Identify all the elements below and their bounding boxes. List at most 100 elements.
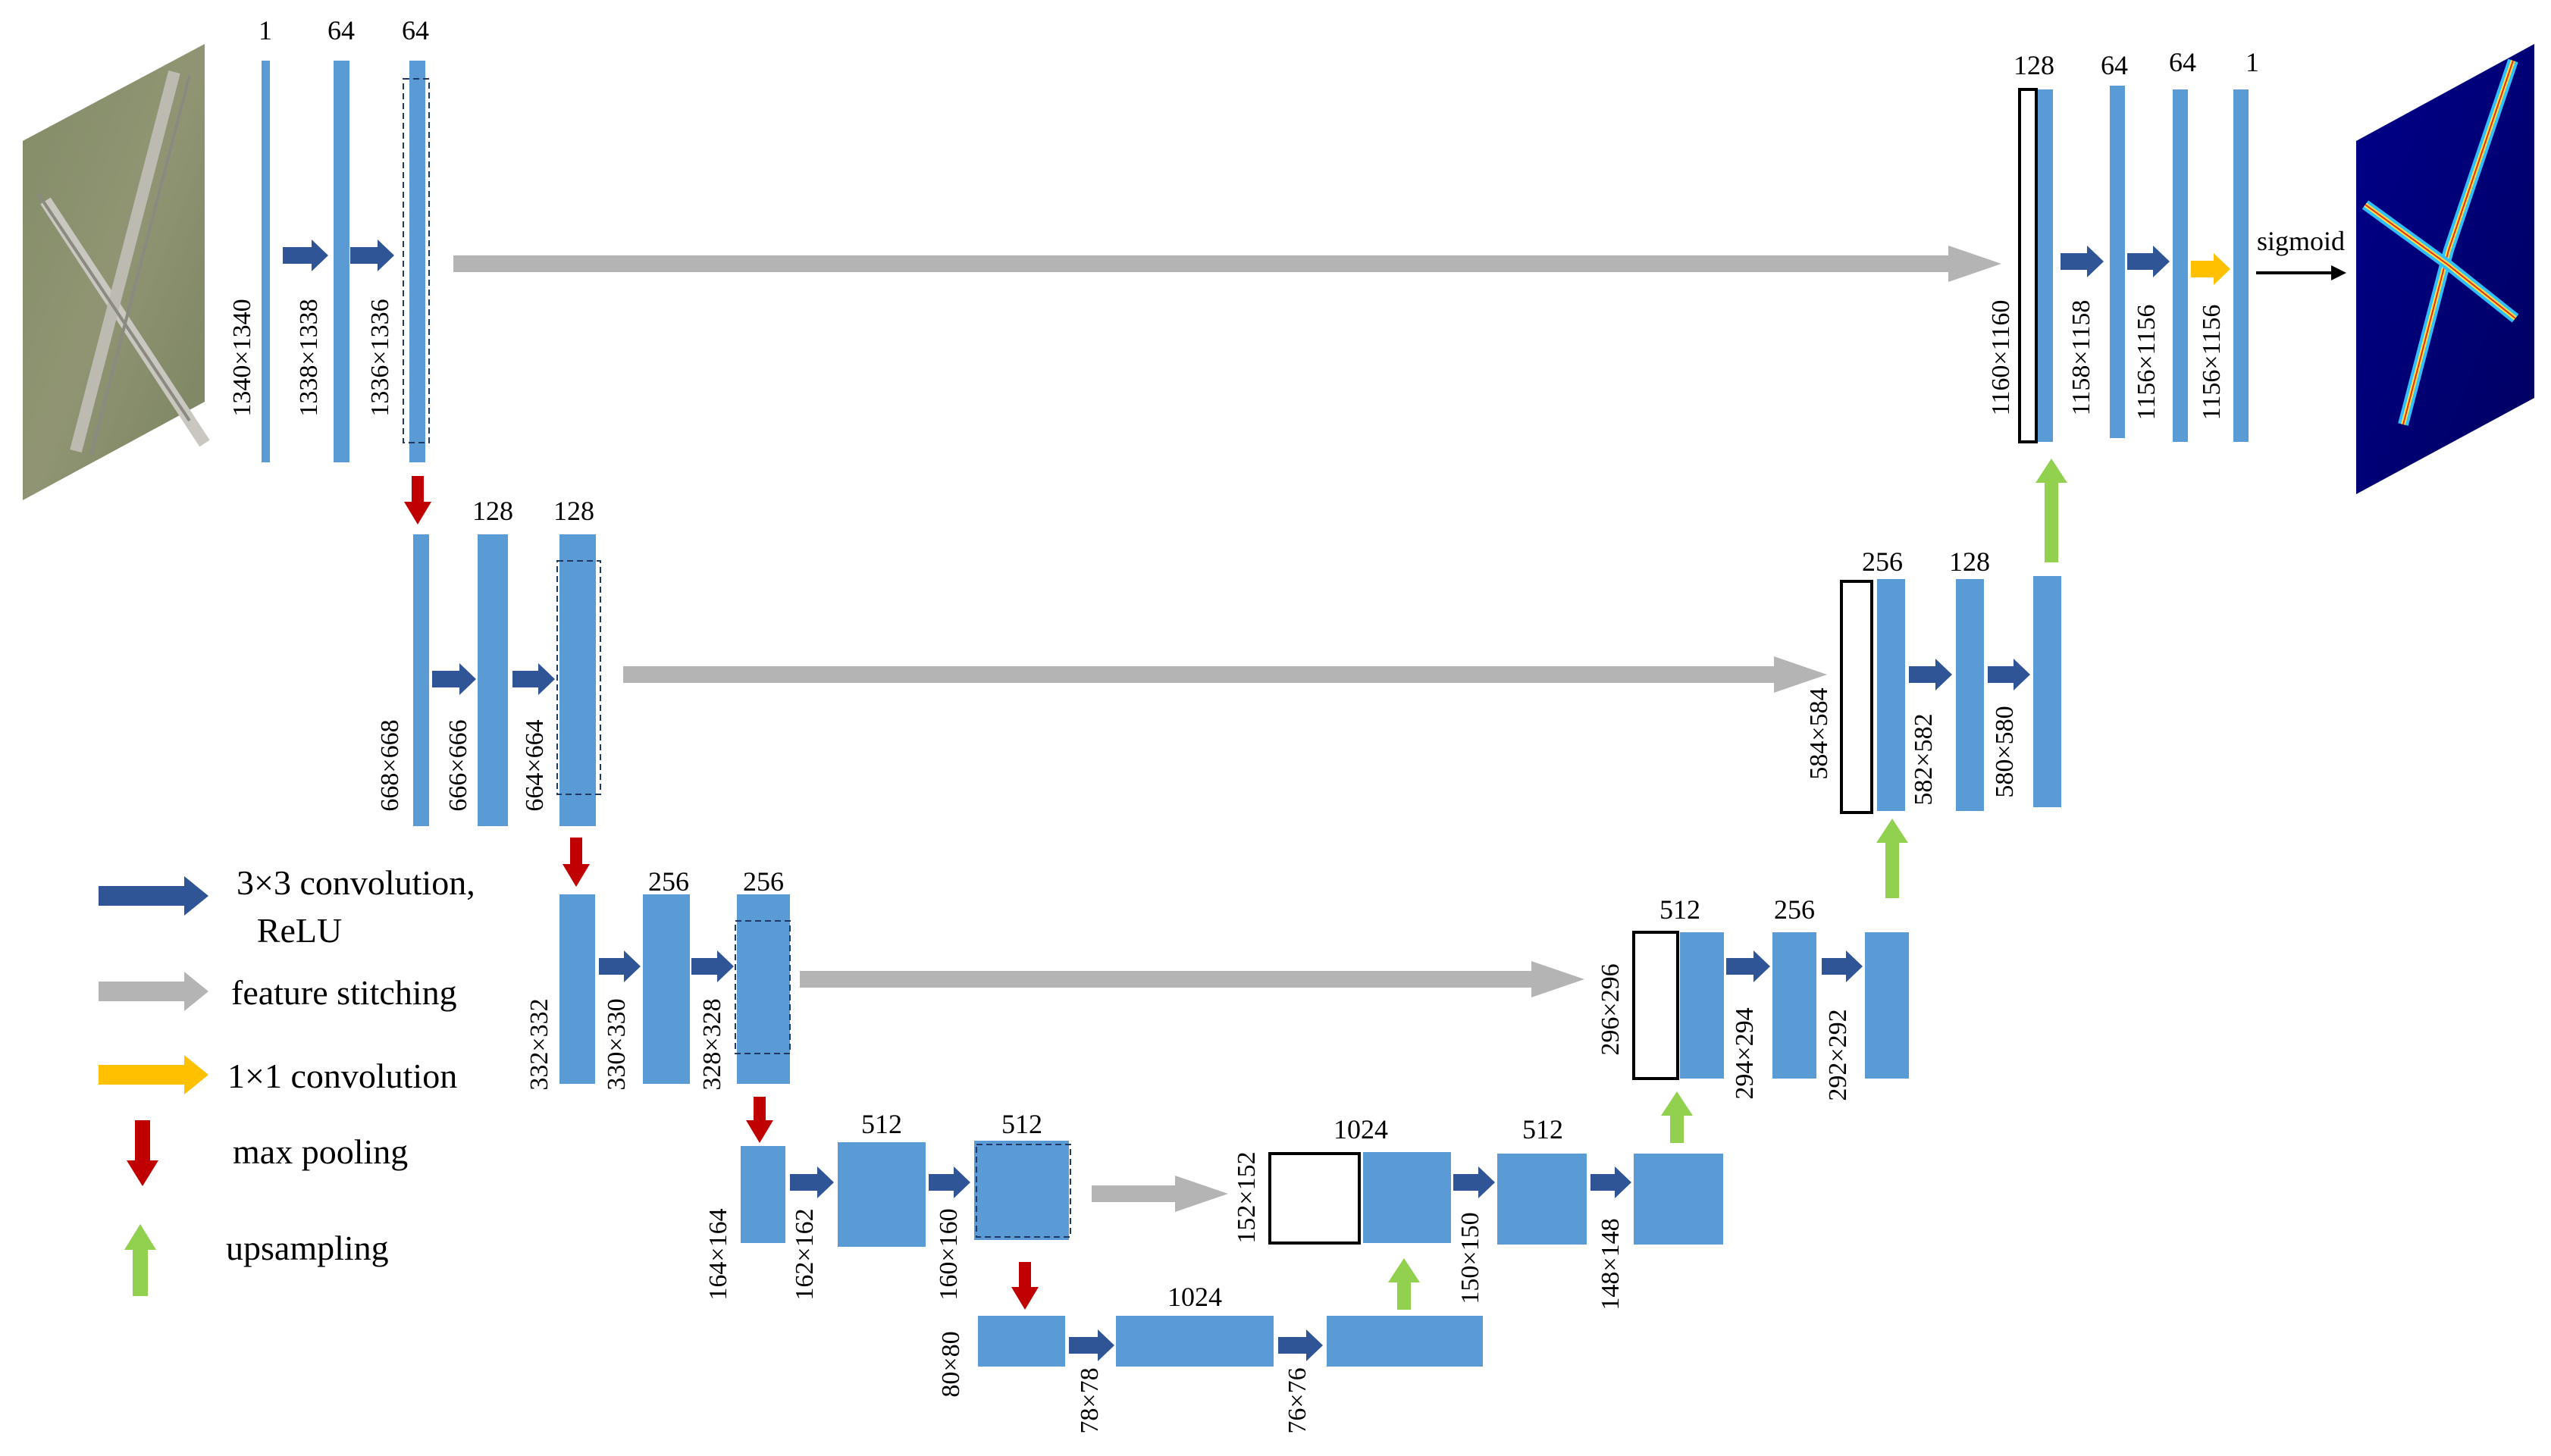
feature-block [413,534,429,826]
conv1x1-arrow [2191,253,2230,285]
feature-block [838,1142,926,1247]
size-label: 152×152 [1233,1151,1261,1243]
channel-label: 1024 [1167,1282,1222,1312]
channel-label: 128 [2014,50,2054,80]
channel-label: 128 [472,496,513,526]
conv-arrow [1822,950,1863,982]
channel-label: 64 [2101,50,2128,80]
maxpool-arrow [563,838,590,887]
feature-block [1772,932,1816,1079]
channel-label: 256 [648,866,689,897]
conv-arrow [2061,246,2104,277]
channel-label: 64 [2169,47,2196,77]
feature-block [2110,86,2125,438]
size-label: 1156×1156 [2198,305,2226,421]
size-label: 328×328 [698,998,726,1090]
crop-region-dashed [735,920,791,1054]
feature-block [409,61,425,462]
feature-block [1327,1316,1483,1367]
conv-arrow [691,950,734,982]
channel-label: 1 [2245,47,2259,77]
channel-label: 1 [259,15,272,45]
legend-label: upsampling [226,1229,389,1267]
upsample-arrow-icon [124,1224,156,1296]
conv-arrow [283,240,328,271]
size-label: 164×164 [704,1208,732,1300]
size-label: 666×666 [444,719,472,811]
feature-block [1497,1154,1587,1245]
upsample-arrow [2035,459,2067,562]
size-label: 148×148 [1597,1218,1625,1310]
conv-arrow [599,950,641,982]
feature-block [737,894,790,1084]
conv-arrow [1069,1329,1114,1361]
size-label: 294×294 [1731,1007,1759,1099]
stitch-arrow-icon [99,972,208,1011]
size-label: 1160×1160 [1987,300,2015,416]
stitched-block [1632,931,1679,1080]
channel-label: 512 [861,1109,902,1139]
feature-block [1877,579,1905,811]
size-label: 1158×1158 [2067,300,2095,416]
feature-block [478,534,508,826]
channel-label: 256 [1774,894,1815,925]
stitch-arrow [453,246,2001,282]
size-label: 580×580 [1991,706,2019,797]
conv-arrow [512,663,555,695]
stitch-arrow [623,656,1827,693]
feature-block [2173,89,2188,442]
size-label: 292×292 [1824,1009,1852,1101]
channel-label: 1024 [1333,1114,1388,1144]
conv-arrow [1453,1166,1495,1198]
feature-block [559,894,595,1084]
size-label: 76×76 [1283,1367,1312,1433]
conv-arrow [1726,950,1770,982]
size-label: 160×160 [935,1208,963,1300]
conv-arrow [1909,659,1952,690]
channel-label: 128 [553,496,594,526]
feature-block [2033,576,2061,807]
legend-label: max pooling [233,1132,408,1171]
conv-arrow [432,663,476,695]
feature-block [1363,1152,1451,1243]
maxpool-arrow [746,1097,773,1143]
size-label: 1338×1338 [295,299,323,416]
size-label: 332×332 [525,998,553,1090]
size-label: 330×330 [603,998,631,1090]
crop-region-dashed [976,1144,1071,1238]
upsample-arrow [1876,819,1908,898]
feature-block [974,1141,1069,1240]
stitch-arrow [1092,1176,1228,1212]
feature-block [2233,89,2249,442]
input-aerial-image [23,44,210,500]
size-label: 150×150 [1456,1212,1484,1304]
size-label: 296×296 [1597,963,1625,1055]
stitched-block [2018,88,2038,443]
legend-label: 3×3 convolution, [237,863,475,902]
legend-label: ReLU [257,911,342,950]
conv-arrow [1590,1166,1631,1198]
size-label: 1156×1156 [2133,305,2161,421]
feature-block [262,61,270,462]
channel-label: 512 [1522,1114,1563,1144]
size-label: 162×162 [791,1208,819,1300]
maxpool-arrow [1011,1262,1039,1310]
conv-arrow [929,1166,970,1198]
size-label: 1336×1336 [366,299,394,416]
crop-region-dashed [403,78,430,443]
channel-label: 512 [1001,1109,1042,1139]
feature-block [643,894,690,1084]
crop-region-dashed [556,560,601,795]
channel-label: 256 [743,866,784,897]
size-label: 664×664 [521,719,549,811]
feature-block [334,61,349,462]
feature-block [559,534,596,826]
conv-arrow [2127,246,2170,277]
feature-block [1634,1154,1723,1245]
channel-label: 256 [1862,546,1903,577]
size-label: 80×80 [937,1331,965,1397]
feature-block [1956,579,1984,811]
feature-block [2038,89,2053,442]
size-label: 78×78 [1076,1367,1104,1433]
conv-arrow [350,240,394,271]
